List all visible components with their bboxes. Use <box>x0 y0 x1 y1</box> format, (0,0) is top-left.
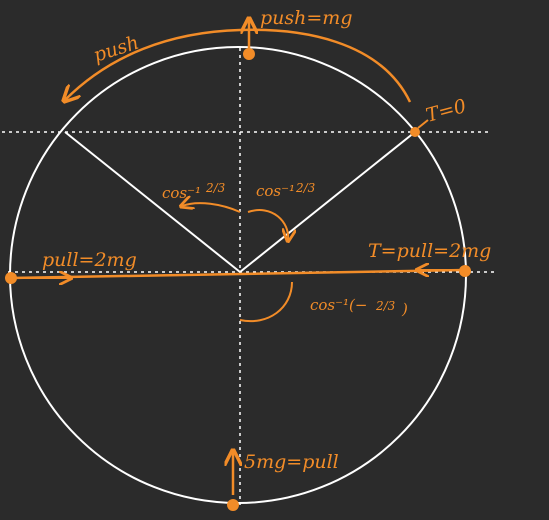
bottom-force-label: 5mg=pull <box>244 451 339 473</box>
radius-right-upper <box>239 131 416 273</box>
horizontal-force-line <box>9 268 466 280</box>
angle-bottom-close: ) <box>401 300 408 318</box>
angle-arc-right <box>247 209 288 240</box>
t-zero-label: T=0 <box>424 95 469 127</box>
angle-arc-bottom <box>239 281 293 323</box>
t-zero-pointer <box>417 119 429 129</box>
angle-arc-left <box>182 203 241 213</box>
angle-bottom-label: cos⁻¹(− <box>310 296 367 314</box>
left-force-label: pull=2mg <box>42 249 137 271</box>
right-force-label: T=pull=2mg <box>368 240 491 262</box>
angle-bottom-fraction: 2/3 <box>375 299 396 313</box>
point-marker-icon <box>410 127 420 137</box>
top-force-label: push=mg <box>260 7 353 29</box>
point-marker-icon <box>459 265 471 277</box>
point-marker-icon <box>243 48 255 60</box>
push-arc-arrow <box>65 28 412 102</box>
angle-right-label: cos⁻¹ <box>256 182 295 200</box>
point-marker-icon <box>5 272 17 284</box>
angle-left-label: cos⁻¹ <box>162 184 201 202</box>
angle-left-fraction: 2/3 <box>205 181 226 195</box>
radius-left-upper <box>64 131 241 273</box>
angle-right-fraction: 2/3 <box>295 181 316 195</box>
point-marker-icon <box>227 499 239 511</box>
